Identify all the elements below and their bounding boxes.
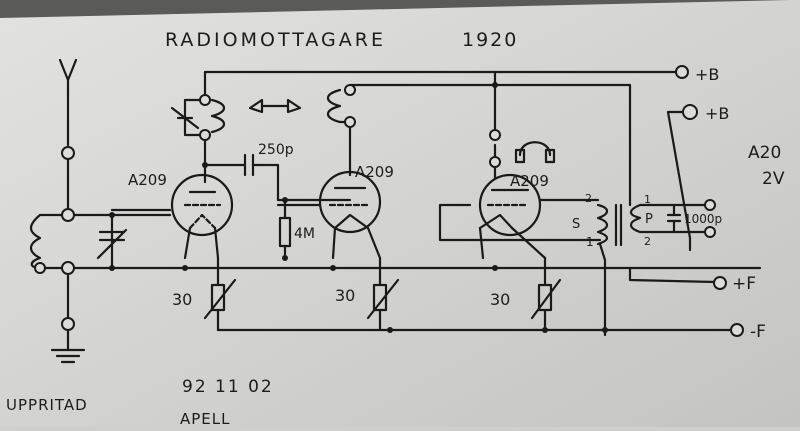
terminals (34, 65, 744, 337)
wires (29, 58, 762, 364)
footer-label: UPPRITAD (6, 396, 88, 414)
terminal-label-b2: +B (705, 104, 729, 123)
footer-date: 92 11 02 (182, 377, 274, 397)
transformer-pin-p2: 2 (644, 235, 651, 248)
side-note-voltage: 2V (762, 169, 785, 189)
terminal-label-f-plus: +F (732, 274, 756, 294)
transformer-pin-p1: 1 (644, 193, 651, 206)
transformer-secondary-label: S (572, 217, 580, 232)
transformer-pin-s2: 2 (585, 192, 592, 205)
tube-label-1: A209 (128, 171, 167, 189)
bypass-capacitor-label: 1000p (684, 212, 722, 226)
tube-label-3: A209 (510, 172, 549, 190)
rheostat-label-1: 30 (172, 290, 192, 309)
terminal-label-f-minus: -F (750, 322, 766, 342)
terminal-label-b1: +B (695, 65, 719, 84)
footer-name: APELL (180, 410, 231, 427)
grid-resistor-label: 4M (294, 226, 315, 242)
tube-1 (170, 173, 234, 237)
junction-dots (109, 82, 608, 333)
title: RADIOMOTTAGARE (165, 29, 386, 51)
coupling-capacitor-label: 250p (258, 142, 294, 158)
title-year: 1920 (462, 29, 518, 51)
tube-2 (318, 170, 382, 234)
tube-3 (478, 173, 542, 237)
side-note-tube: A20 (748, 143, 781, 163)
tube-label-2: A209 (355, 163, 394, 181)
transformer-primary-label: P (645, 212, 653, 227)
transformer-pin-s1: 1 (586, 235, 594, 249)
headphones-icon (514, 141, 556, 164)
rheostat-label-3: 30 (490, 290, 510, 309)
rheostat-label-2: 30 (335, 286, 355, 305)
